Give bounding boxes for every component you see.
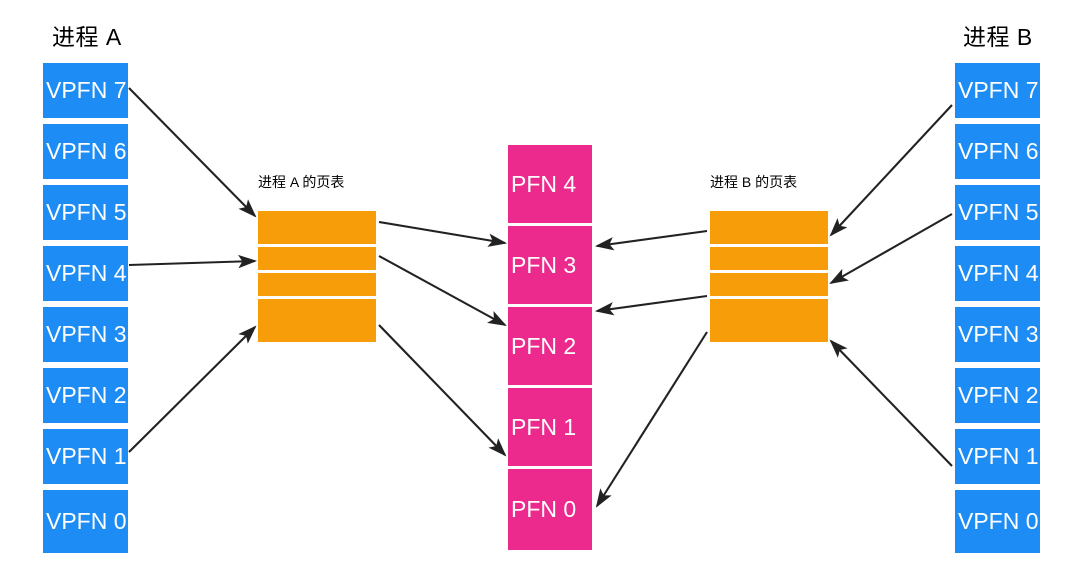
virtual-page-block[interactable]: VPFN 3 bbox=[955, 307, 1040, 362]
virtual-page-block[interactable]: VPFN 3 bbox=[43, 307, 128, 362]
arrow-b-pte1-to-pfn3 bbox=[594, 229, 708, 251]
physical-frame-block[interactable]: PFN 4 bbox=[508, 145, 592, 223]
virtual-page-block[interactable]: VPFN 0 bbox=[955, 490, 1040, 553]
physical-frame-block[interactable]: PFN 3 bbox=[508, 226, 592, 304]
arrow-a-pte1-to-pfn3 bbox=[378, 220, 508, 247]
physical-frame-block[interactable]: PFN 2 bbox=[508, 307, 592, 385]
arrow-a-pte2-to-pfn2 bbox=[378, 255, 507, 327]
page-table-a-label: 进程 A 的页表 bbox=[258, 174, 345, 190]
page-table-entry[interactable] bbox=[710, 247, 828, 270]
virtual-page-block[interactable]: VPFN 2 bbox=[955, 368, 1040, 423]
virtual-page-block[interactable]: VPFN 1 bbox=[955, 429, 1040, 484]
arrow-a-pte4-to-pfn1 bbox=[378, 324, 507, 457]
arrow-a-vpfn7-to-pte1 bbox=[128, 87, 257, 218]
arrow-b-vpfn7-to-pte1 bbox=[829, 104, 953, 237]
virtual-page-block[interactable]: VPFN 0 bbox=[43, 490, 128, 553]
arrow-b-vpfn1-to-pte4 bbox=[829, 339, 953, 467]
page-table-b-label: 进程 B 的页表 bbox=[710, 174, 798, 190]
arrow-b-pte4-to-pfn0 bbox=[595, 331, 708, 508]
virtual-page-block[interactable]: VPFN 6 bbox=[955, 124, 1040, 179]
process-b-title: 进程 B bbox=[963, 24, 1033, 50]
virtual-page-block[interactable]: VPFN 5 bbox=[43, 185, 128, 240]
virtual-page-block[interactable]: VPFN 7 bbox=[43, 63, 128, 118]
page-table-entry[interactable] bbox=[258, 211, 376, 244]
page-table-entry[interactable] bbox=[710, 273, 828, 296]
virtual-page-block[interactable]: VPFN 6 bbox=[43, 124, 128, 179]
physical-frame-block[interactable]: PFN 1 bbox=[508, 388, 592, 466]
virtual-page-block[interactable]: VPFN 7 bbox=[955, 63, 1040, 118]
process-a-title: 进程 A bbox=[52, 24, 122, 50]
page-table-entry[interactable] bbox=[710, 211, 828, 244]
virtual-page-block[interactable]: VPFN 1 bbox=[43, 429, 128, 484]
physical-frame-block[interactable]: PFN 0 bbox=[508, 469, 592, 550]
page-table-entry[interactable] bbox=[258, 299, 376, 342]
virtual-page-block[interactable]: VPFN 2 bbox=[43, 368, 128, 423]
arrow-a-vpfn1-to-pte4 bbox=[128, 325, 257, 453]
arrow-b-pte3-to-pfn2 bbox=[594, 294, 708, 316]
arrow-a-vpfn4-to-pte2 bbox=[128, 254, 258, 269]
virtual-page-block[interactable]: VPFN 5 bbox=[955, 185, 1040, 240]
page-table-entry[interactable] bbox=[258, 273, 376, 296]
page-table-entry[interactable] bbox=[258, 247, 376, 270]
arrow-b-vpfn5-to-pte3 bbox=[829, 213, 953, 285]
virtual-page-block[interactable]: VPFN 4 bbox=[43, 246, 128, 301]
page-table-entry[interactable] bbox=[710, 299, 828, 342]
virtual-page-block[interactable]: VPFN 4 bbox=[955, 246, 1040, 301]
